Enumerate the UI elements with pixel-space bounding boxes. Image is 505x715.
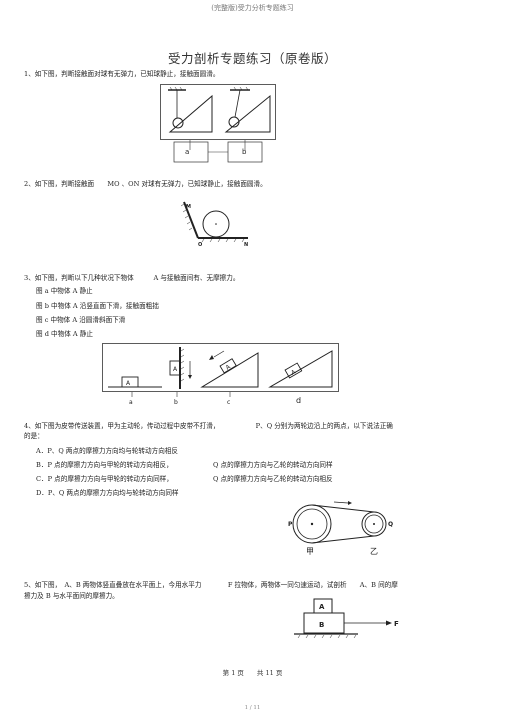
figure-q2: M O N: [180, 201, 248, 248]
page-indicator: 1 / 11: [244, 705, 261, 711]
figure-q5-block-b: B: [319, 621, 324, 629]
figure-q3-block-d: A: [290, 368, 298, 377]
question-4-option-a: A．P、Q 两点的摩擦力方向均与轮转动方向相反: [36, 447, 178, 455]
question-1-text: 1、如下图，判断接触面对球有无弹力，已知球静止，接触面圆滑。: [24, 70, 220, 78]
question-4-option-c-cont: Q 点的摩擦力方向与乙轮的转动方向相反: [213, 475, 333, 483]
question-3-item-d: 图 d 中物体 A 静止: [36, 330, 93, 338]
question-3-text: 3、如下图，判断以下几种状况下物体 A 与接触面间有、无摩擦力。: [24, 274, 240, 282]
figure-q3-label-c: c: [227, 399, 230, 406]
question-4-option-d: D．P、Q 两点的摩擦力方向均与轮转动方向同样: [36, 489, 179, 497]
figure-q1: a b: [160, 84, 276, 163]
figure-q4-label-p: P: [288, 521, 293, 528]
figure-q4-label-q: Q: [388, 521, 393, 528]
figure-q5: A B F: [294, 598, 399, 639]
figure-q3-block-a: A: [126, 380, 131, 387]
question-4-text-line1: 4、如下图为皮带传送装置，甲为主动轮，传动过程中皮带不打滑， P、Q 分别为两轮…: [24, 422, 393, 430]
figure-q3: A A A A a b c d: [102, 343, 339, 406]
figure-q5-block-a: A: [319, 603, 325, 611]
figure-q3-label-d: d: [296, 396, 301, 405]
question-2-text: 2、如下图，判断接触面 MO 、ON 对球有无弹力，已知球静止，接触面圆滑。: [24, 180, 267, 188]
figure-q3-block-c: A: [225, 363, 233, 372]
question-4-text-line2: 的是：: [24, 432, 44, 440]
question-5-text-line1: 5、如下图， A、B 两物体竖直叠放在水平面上，今用水平力 F 拉物体，两物体一…: [24, 581, 398, 589]
figure-q2-label-m: M: [186, 204, 191, 210]
figure-q4-label-yi: 乙: [370, 547, 378, 556]
question-5-text-line2: 擦力及 B 与水平面间的摩擦力。: [24, 592, 119, 600]
figure-q4: P Q 甲 乙: [288, 501, 393, 556]
figure-q3-block-b: A: [173, 366, 178, 373]
figure-q2-label-o: O: [198, 242, 202, 248]
figure-q3-label-a: a: [129, 399, 133, 406]
figure-q4-label-jia: 甲: [306, 547, 314, 556]
question-3-item-b: 图 b 中物体 A 沿竖直面下滑，接触面粗拙: [36, 302, 159, 310]
figure-q5-force-f: F: [394, 620, 399, 628]
figure-q3-label-b: b: [174, 399, 178, 406]
question-3-item-a: 图 a 中物体 A 静止: [36, 287, 93, 295]
question-4-option-b: B．P 点的摩擦力方向与甲轮的转动方向相反，: [36, 461, 173, 469]
figure-q1-label-a: a: [185, 148, 189, 156]
page-title: 受力剖析专题练习（原卷版）: [167, 51, 337, 66]
figure-q1-label-b: b: [242, 148, 247, 156]
figure-q2-label-n: N: [244, 242, 248, 248]
question-4-option-c: C．P 点的摩擦力方向与甲轮的转动方向同样，: [36, 475, 173, 483]
page-footer: 第 1 页 共 11 页: [222, 669, 283, 677]
question-3-item-c: 图 c 中物体 A 沿圆滑斜面下滑: [36, 316, 126, 324]
question-4-option-b-cont: Q 点的摩擦力方向与乙轮的转动方向同样: [213, 461, 333, 469]
running-header: (完整版)受力分析专题练习: [211, 4, 294, 12]
